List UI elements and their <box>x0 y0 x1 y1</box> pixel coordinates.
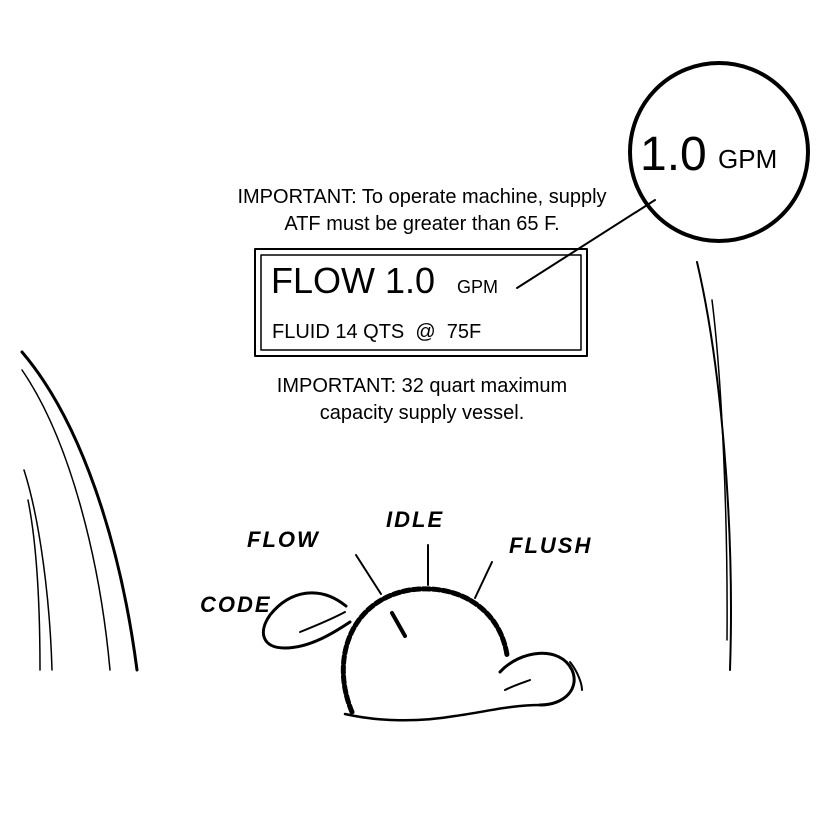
selector-knob-icon[interactable] <box>340 586 510 715</box>
flow-display-panel: FLOW 1.0 GPM FLUID 14 QTS @ 75F <box>254 248 588 357</box>
callout-leader-line <box>516 199 656 289</box>
note-bottom-line1: IMPORTANT: 32 quart maximum <box>277 375 567 397</box>
display-fluid-line: FLUID 14 QTS @ 75F <box>272 321 481 343</box>
note-top-line1: IMPORTANT: To operate machine, supply <box>237 186 606 208</box>
dial-label-idle: IDLE <box>386 507 444 532</box>
hand-icon <box>261 591 583 722</box>
note-top-line2: ATF must be greater than 65 F. <box>284 213 559 235</box>
dial-position-ticks <box>355 544 493 599</box>
dial-label-flow: FLOW <box>247 527 320 552</box>
dial-label-flush: FLUSH <box>509 533 592 558</box>
display-flow-label: FLOW 1.0 <box>271 260 435 301</box>
callout-unit: GPM <box>718 144 777 174</box>
note-bottom-line2: capacity supply vessel. <box>320 402 525 424</box>
gpm-callout-circle: 1.0 GPM <box>628 61 810 243</box>
machine-housing-outline <box>20 261 732 672</box>
dial-label-code: CODE <box>200 592 272 617</box>
display-flow-unit: GPM <box>457 277 498 297</box>
callout-value: 1.0 <box>640 128 707 181</box>
